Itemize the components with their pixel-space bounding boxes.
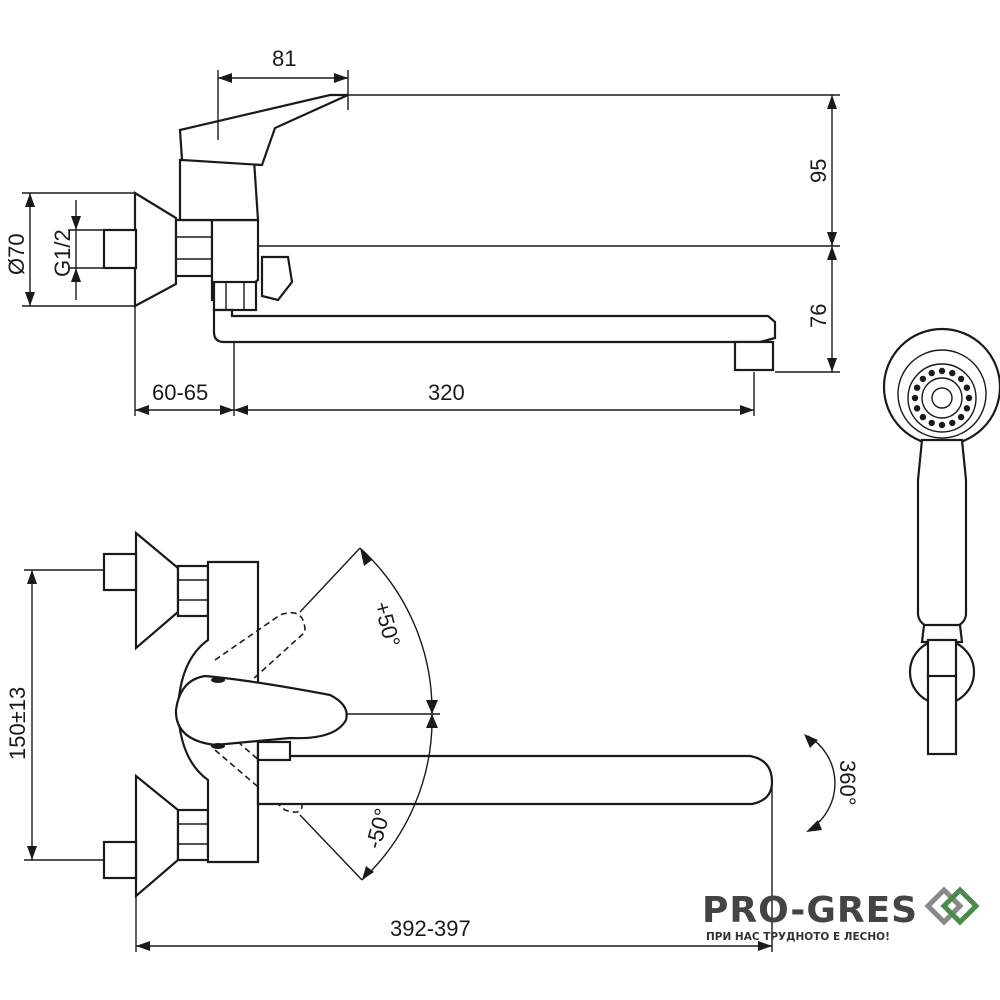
shower-nozzle: [957, 375, 965, 383]
brand-name: PRO-GRES: [702, 890, 918, 931]
shower-nozzle: [938, 367, 946, 375]
shower-nozzle: [928, 419, 935, 427]
dim-flange-diameter: Ø70: [4, 233, 29, 275]
shower-nozzle: [919, 413, 927, 421]
shower-nozzle: [928, 369, 935, 377]
shower-nozzle: [965, 394, 973, 402]
shower-nozzle: [949, 369, 956, 377]
shower-nozzle: [949, 419, 956, 427]
shower-nozzle: [957, 413, 965, 421]
shower-nozzle: [911, 394, 919, 402]
dim-rotation: 360°: [835, 760, 860, 806]
dim-thread: G1/2: [50, 229, 75, 277]
side-view: [102, 93, 777, 372]
shower-nozzles: [911, 367, 973, 429]
dim-spout-length: 320: [428, 380, 465, 405]
side-view-dimensions: 81 95 76 Ø70 G1/2 60-65: [4, 46, 840, 416]
dim-spout-height: 76: [806, 304, 831, 328]
dim-total-length: 392-397: [390, 916, 471, 941]
dim-wall-offset: 60-65: [152, 380, 208, 405]
shower-nozzle: [938, 421, 946, 429]
top-view-dimensions: 150±13 +50° -50° 360° 392-397: [5, 547, 860, 952]
dim-swing-minus: -50°: [361, 806, 396, 852]
shower-nozzle: [919, 375, 927, 383]
dim-centers: 150±13: [5, 687, 30, 760]
shower-nozzle: [963, 405, 971, 412]
shower-nozzle: [913, 384, 921, 391]
shower-nozzle: [913, 405, 921, 412]
top-view: [102, 530, 774, 899]
shower-nozzle: [963, 384, 971, 391]
brand-tagline: ПРИ НАС ТРУДНОТО Е ЛЕСНО!: [706, 931, 890, 943]
dim-spout-top-width: 81: [272, 46, 296, 71]
hand-shower: [882, 327, 1000, 756]
dim-swing-plus: +50°: [369, 599, 405, 650]
dim-handle-height: 95: [806, 159, 831, 183]
diamond-logo-icon: [924, 886, 980, 926]
brand-logo: PRO-GRES ПРИ НАС ТРУДНОТО Е ЛЕСНО!: [702, 886, 980, 943]
